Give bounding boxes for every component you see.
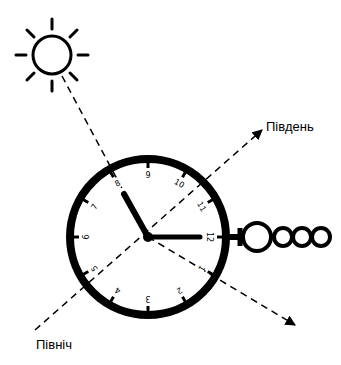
sun-icon: [16, 19, 88, 91]
watch-hands: [124, 194, 200, 242]
dial-number: 6: [83, 233, 91, 240]
dial-number: 12: [205, 231, 213, 243]
direction-label: Південь: [266, 120, 314, 134]
dial-number: 9: [144, 172, 151, 180]
direction-label: Північ: [36, 338, 72, 352]
watch-case: [70, 159, 226, 315]
dial-number: 3: [144, 294, 151, 302]
direction-lines: [35, 76, 295, 330]
watch-chain: [226, 223, 330, 251]
